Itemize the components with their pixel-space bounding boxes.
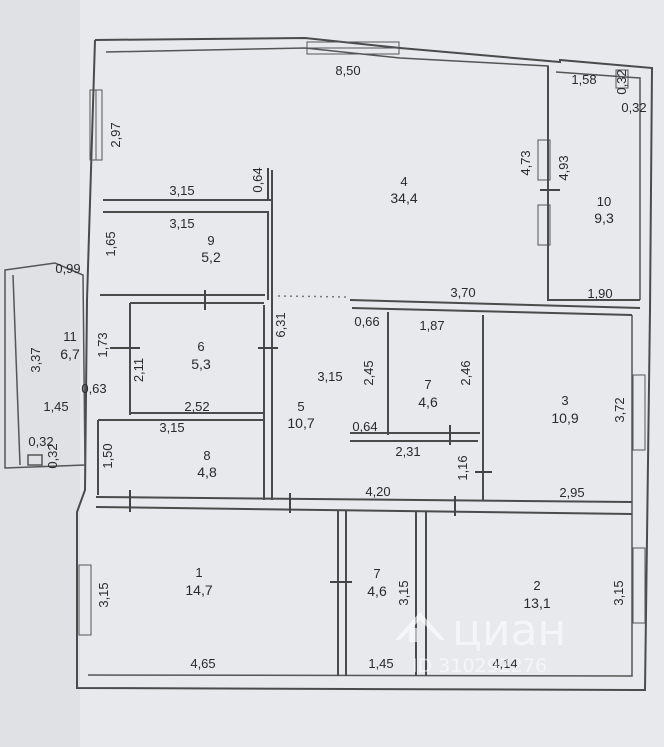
room-10-number: 10 [597,194,611,209]
dim-3-15-f: 3,15 [396,580,411,605]
dim-4-73: 4,73 [518,150,533,175]
room-7-lower-area: 4,6 [367,583,387,599]
room-1-area: 14,7 [185,582,212,598]
dim-0-32-a: 0,32 [614,69,629,94]
dim-0-63: 0,63 [81,381,106,396]
dim-2-97: 2,97 [108,122,123,147]
room-7-lower-number: 7 [373,566,380,581]
dim-3-70: 3,70 [450,285,475,300]
dim-4-20: 4,20 [365,484,390,499]
dim-1-65: 1,65 [103,231,118,256]
dim-3-72: 3,72 [612,397,627,422]
room-2-number: 2 [533,578,540,593]
room-3-area: 10,9 [551,410,578,426]
dim-1-16: 1,16 [455,455,470,480]
room-11-area: 6,7 [60,346,80,362]
dim-2-46: 2,46 [458,360,473,385]
dim-3-15-c: 3,15 [317,369,342,384]
room-6-number: 6 [197,339,204,354]
dimension-labels: 8,50 1,58 0,32 0,32 2,97 0,64 4,73 4,93 … [28,63,647,671]
room-7-upper-number: 7 [424,377,431,392]
room-2-area: 13,1 [523,595,550,611]
dim-0-32-c: 0,32 [28,434,53,449]
dim-3-15-d: 3,15 [159,420,184,435]
dim-0-32-d: 0,32 [45,443,60,468]
dim-2-52: 2,52 [184,399,209,414]
dim-3-15-g: 3,15 [611,580,626,605]
room-5-area: 10,7 [287,415,314,431]
dim-6-31: 6,31 [273,312,288,337]
dim-1-50: 1,50 [100,443,115,468]
room-5-number: 5 [297,399,304,414]
dim-3-15-b: 3,15 [169,216,194,231]
dim-8-50: 8,50 [335,63,360,78]
interior-walls [4,66,641,676]
dim-0-66: 0,66 [354,314,379,329]
dim-0-99: 0,99 [55,261,80,276]
room-1-number: 1 [195,565,202,580]
watermark-id: ID 310292276 [412,655,547,677]
room-11-number: 11 [63,329,77,344]
watermark-brand: циан [452,605,566,656]
room-7-upper-area: 4,6 [418,394,438,410]
room-3-number: 3 [561,393,568,408]
room-6-area: 5,3 [191,356,211,372]
dim-2-95: 2,95 [559,485,584,500]
dim-2-11: 2,11 [131,358,146,382]
dim-0-32-b: 0,32 [621,100,646,115]
dim-2-45: 2,45 [361,360,376,385]
dim-1-58: 1,58 [571,72,596,87]
dim-1-73: 1,73 [95,332,110,357]
room-4-number: 4 [400,174,407,189]
dim-1-90: 1,90 [587,286,612,301]
room-8-number: 8 [203,448,210,463]
dim-0-64-a: 0,64 [250,167,265,192]
watermark: циан ID 310292276 [395,605,566,677]
dim-3-15-e: 3,15 [96,582,111,607]
dim-1-45-a: 1,45 [43,399,68,414]
dim-4-93: 4,93 [556,155,571,180]
cian-logo-icon [395,612,445,642]
room-10-area: 9,3 [594,210,614,226]
dim-1-45-b: 1,45 [368,656,393,671]
room-labels: 4 34,4 10 9,3 9 5,2 11 6,7 6 5,3 5 10,7 … [60,174,614,611]
room-4-area: 34,4 [390,190,417,206]
room-9-number: 9 [207,233,214,248]
dim-3-15-a: 3,15 [169,183,194,198]
dim-3-37: 3,37 [28,347,43,372]
dim-4-14: 4,14 [492,656,517,671]
paper-shadow-left [0,0,80,747]
dim-0-64-b: 0,64 [352,419,377,434]
dim-2-31: 2,31 [395,444,420,459]
windows [78,41,646,636]
room-9-area: 5,2 [201,249,221,265]
room-8-area: 4,8 [197,464,217,480]
dim-4-65: 4,65 [190,656,215,671]
dim-1-87: 1,87 [419,318,444,333]
